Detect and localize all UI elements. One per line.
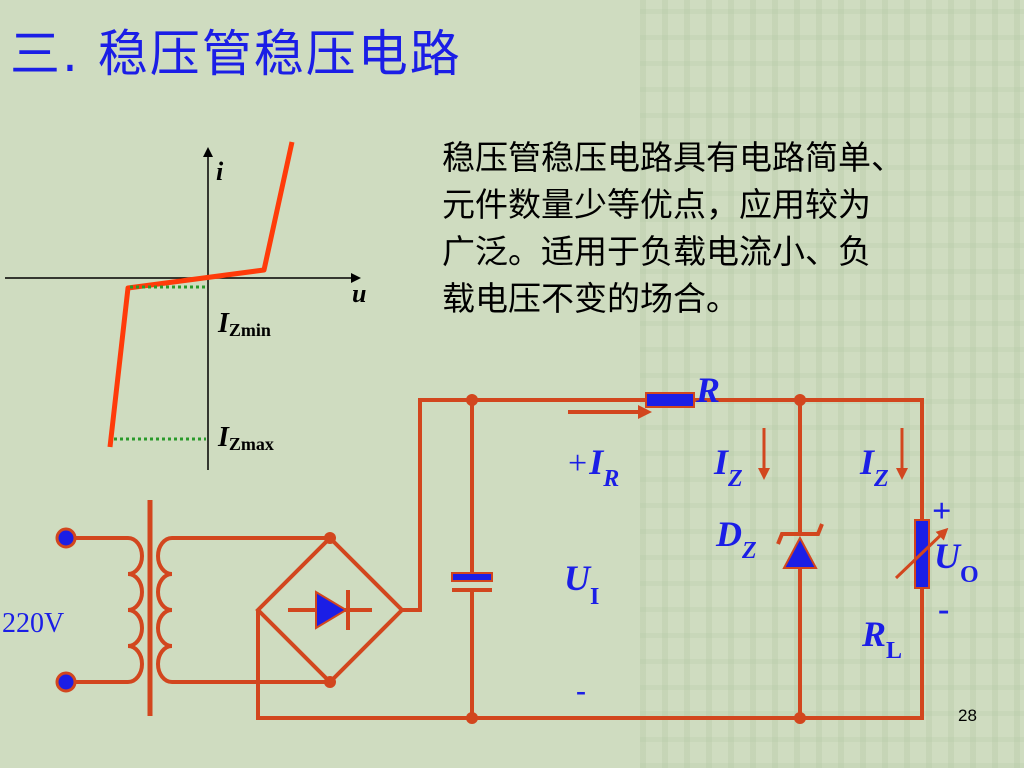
variable-arrow-icon: [894, 527, 949, 580]
background-pattern: [640, 0, 1024, 768]
zener-diode-icon: [782, 535, 818, 569]
zener-diode: [776, 523, 824, 569]
junction-dot: [794, 712, 806, 724]
source-terminal-bottom: [55, 671, 77, 693]
source-terminal-top: [55, 527, 77, 549]
ui-minus-label: -: [576, 674, 586, 707]
bridge-rectifier: [288, 590, 372, 630]
r-label: R: [695, 370, 720, 410]
load-resistor: [894, 519, 949, 589]
description-line: 载电压不变的场合。: [442, 279, 739, 318]
u-axis-label: u: [352, 279, 366, 308]
zener-curve: [107, 141, 295, 448]
uo-label: UO: [934, 536, 979, 588]
page-number: 28: [958, 706, 977, 725]
junction-dot: [466, 394, 478, 406]
description-line: 元件数量少等优点，应用较为: [442, 185, 871, 224]
description-text: 稳压管稳压电路具有电路简单、 元件数量少等优点，应用较为 广泛。适用于负载电流小…: [442, 134, 1002, 322]
uo-minus-label: -: [938, 591, 949, 628]
iv-characteristic-graph: i u IZmin IZmax: [5, 141, 366, 470]
i-axis-label: i: [216, 157, 224, 186]
transformer: [127, 500, 173, 716]
circuit-wires: [66, 398, 924, 720]
junction-dot: [324, 676, 336, 688]
junction-dot: [324, 532, 336, 544]
filter-capacitor: [451, 572, 493, 592]
izmax-label: IZmax: [217, 422, 274, 454]
bridge-diode-icon: [315, 590, 348, 630]
description-line: 稳压管稳压电路具有电路简单、: [442, 138, 904, 177]
source-voltage-label: 220V: [2, 608, 64, 639]
ui-label: UI: [564, 558, 599, 610]
primary-coil: [127, 536, 144, 684]
dz-label: DZ: [715, 514, 757, 564]
description-line: 广泛。适用于负载电流小、负: [442, 232, 871, 271]
rl-label: RL: [861, 614, 902, 664]
series-resistor: [645, 392, 695, 408]
slide-title: 三. 稳压管稳压电路: [10, 25, 462, 83]
secondary-coil: [156, 536, 173, 684]
uo-plus-label: +: [932, 493, 951, 530]
iz-label: IZ: [713, 442, 743, 492]
junction-dot: [794, 394, 806, 406]
izmin-label: IZmin: [217, 308, 271, 340]
ir-label: +IR: [568, 442, 619, 492]
junction-dot: [466, 712, 478, 724]
iz-load-label: IZ: [859, 442, 889, 492]
